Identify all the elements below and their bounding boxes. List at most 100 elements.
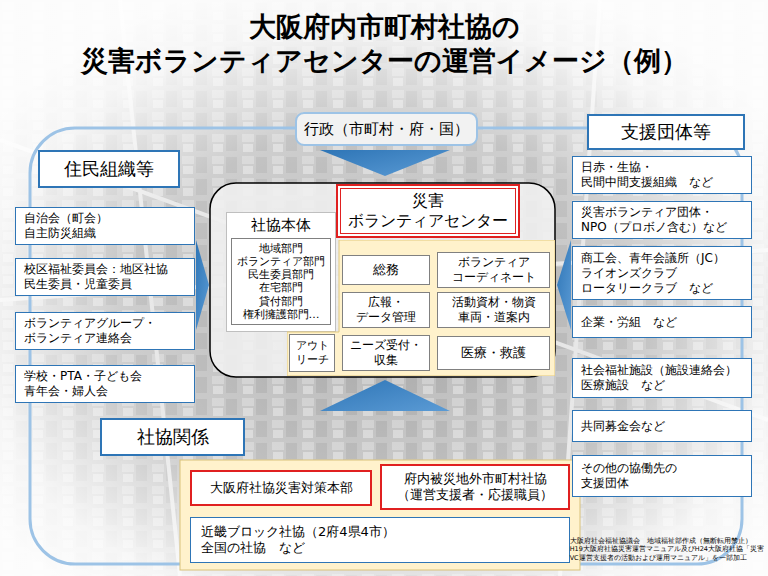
box-label: 住民組織等 bbox=[64, 158, 154, 181]
member-box: 自治会（町会） 自主防災組織 bbox=[15, 207, 195, 245]
member-box: 学校・PTA・子ども会 青年会・婦人会 bbox=[15, 365, 195, 403]
box-label: 大阪府社協災害対策本部 bbox=[210, 480, 353, 496]
box-label: 共同募金会など bbox=[581, 419, 665, 434]
text-line: 災害ボランティア団体・ bbox=[581, 205, 727, 220]
text-line: VC運営支援者の活動および運用マニュアル」を一部加工 bbox=[570, 554, 764, 562]
member-box: 商工会、青年会議所（JC） ライオンズクラブ ロータリークラブ など bbox=[572, 246, 752, 300]
group-heading: 支援団体等 bbox=[587, 114, 745, 150]
text-line: 住民組織等 bbox=[64, 158, 154, 181]
title-text: 大阪府内市町村社協の 災害ボランティアセンターの運営イメージ（例） bbox=[81, 10, 688, 78]
text-line: ボランティアセンター bbox=[348, 211, 508, 231]
box-label: 校区福祉委員会：地区社協 民生委員・児童委員 bbox=[24, 262, 168, 292]
text-line: 貸付部門 bbox=[237, 295, 325, 308]
text-line: ロータリークラブ など bbox=[581, 281, 725, 296]
box-label: 商工会、青年会議所（JC） ライオンズクラブ ロータリークラブ など bbox=[581, 251, 725, 296]
council-box: 近畿ブロック社協（2府4県4市） 全国の社協 など bbox=[190, 517, 570, 563]
box-label: 災害ボランティア団体・ NPO（プロボノ含む）など bbox=[581, 205, 727, 235]
arrow-down bbox=[320, 150, 450, 176]
text-line: ボランティア bbox=[452, 255, 536, 270]
text-line: H19大阪府社協災害運営マニュアル及びH24大阪府社協「災害 bbox=[570, 545, 764, 553]
box-label: 企業・労組 など bbox=[581, 315, 677, 330]
text-line: 在宅部門 bbox=[237, 281, 325, 294]
text-line: 医療・救護 bbox=[461, 345, 526, 361]
box-label: 学校・PTA・子ども会 青年会・婦人会 bbox=[24, 369, 142, 399]
text-line: （運営支援者・応援職員） bbox=[397, 487, 553, 503]
text-line: 企業・労組 など bbox=[581, 315, 677, 330]
council-box: 府内被災地外市町村社協 （運営支援者・応援職員） bbox=[380, 464, 570, 510]
volunteer-center-area: 災害 ボランティアセンター総務ボランティア コーディネート広報・ データ管理活動… bbox=[287, 240, 555, 376]
vc-heading: 災害 ボランティアセンター bbox=[348, 191, 508, 231]
box-label: 活動資材・物資 車両・道案内 bbox=[452, 295, 536, 325]
box-label: 支援団体等 bbox=[621, 121, 711, 144]
department-list-box: 地域部門 ボランティア部門 民生委員部門 在宅部門 貸付部門 権利擁護部門… bbox=[231, 238, 331, 325]
text-line: 府内被災地外市町村社協 bbox=[397, 471, 553, 487]
text-line: 災害ボランティアセンターの運営イメージ（例） bbox=[81, 44, 688, 78]
member-box: 日赤・生協・ 民間中間支援組織 など bbox=[572, 156, 752, 194]
member-box: 災害ボランティア団体・ NPO（プロボノ含む）など bbox=[572, 201, 752, 239]
text-line: 支援団体 bbox=[581, 476, 677, 491]
council-heading-row: 社協本体 bbox=[251, 216, 311, 235]
source-note: 大阪府社会福祉協議会 地域福祉部作成（無断転用禁止） H19大阪府社協災害運営マ… bbox=[570, 537, 764, 562]
text-line: 大阪府内市町村社協の bbox=[81, 10, 688, 44]
text-line: 商工会、青年会議所（JC） bbox=[581, 251, 725, 266]
text-line: 行政（市町村・府・国） bbox=[304, 120, 469, 139]
text-line: 社協本体 bbox=[251, 216, 311, 235]
text-line: 広報・ bbox=[356, 295, 416, 310]
text-line: コーディネート bbox=[452, 270, 536, 285]
member-box: その他の協働先の 支援団体 bbox=[572, 455, 752, 497]
text-line: 近畿ブロック社協（2府4県4市） bbox=[201, 524, 395, 540]
box-label: 社会福祉施設（施設連絡会） 医療施設 など bbox=[581, 363, 737, 393]
title-block: 大阪府内市町村社協の 災害ボランティアセンターの運営イメージ（例） bbox=[0, 10, 768, 79]
text-line: 災害 bbox=[348, 191, 508, 211]
text-line: ニーズ受付・ bbox=[350, 338, 422, 353]
box-label: 日赤・生協・ 民間中間支援組織 など bbox=[581, 160, 713, 190]
text-line: 大阪府社協災害対策本部 bbox=[210, 480, 353, 496]
text-line: 学校・PTA・子ども会 bbox=[24, 369, 142, 384]
text-line: 社会福祉施設（施設連絡会） bbox=[581, 363, 737, 378]
text-line: 日赤・生協・ bbox=[581, 160, 713, 175]
function-box: 広報・ データ管理 bbox=[342, 292, 430, 328]
text-line: 収集 bbox=[350, 353, 422, 368]
text-line: ボランティアグループ・ bbox=[24, 316, 156, 331]
function-box: 医療・救護 bbox=[437, 336, 550, 370]
text-line: 大阪府社会福祉協議会 地域福祉部作成（無断転用禁止） bbox=[570, 537, 764, 545]
group-heading: 住民組織等 bbox=[38, 150, 180, 188]
arrow-left bbox=[557, 240, 571, 330]
text-line: データ管理 bbox=[356, 310, 416, 325]
text-line: 民生委員・児童委員 bbox=[24, 277, 168, 292]
function-box: ニーズ受付・ 収集 bbox=[342, 335, 430, 371]
text-line: NPO（プロボノ含む）など bbox=[581, 220, 727, 235]
text-line: ボランティア連絡会 bbox=[24, 331, 156, 346]
text-line: 自主防災組織 bbox=[24, 226, 108, 241]
text-line: 校区福祉委員会：地区社協 bbox=[24, 262, 168, 277]
box-label: 総務 bbox=[373, 262, 399, 278]
text-line: ライオンズクラブ bbox=[581, 266, 725, 281]
council-box: 大阪府社協災害対策本部 bbox=[190, 470, 372, 506]
text-line: 民生委員部門 bbox=[237, 268, 325, 281]
text-line: その他の協働先の bbox=[581, 461, 677, 476]
council-heading: 社協本体 bbox=[251, 216, 311, 235]
arrow-right bbox=[196, 240, 209, 330]
council-area bbox=[180, 460, 580, 570]
function-box: 総務 bbox=[342, 255, 430, 285]
text-line: 共同募金会など bbox=[581, 419, 665, 434]
box-label: 医療・救護 bbox=[461, 345, 526, 361]
text-line: 権利擁護部門… bbox=[237, 308, 325, 321]
function-box: アウト リーチ bbox=[289, 334, 335, 372]
box-label: 行政（市町村・府・国） bbox=[304, 120, 469, 139]
function-box: 活動資材・物資 車両・道案内 bbox=[437, 292, 550, 328]
text-line: 民間中間支援組織 など bbox=[581, 175, 713, 190]
vc-area-fill bbox=[287, 240, 555, 376]
member-box: ボランティアグループ・ ボランティア連絡会 bbox=[15, 312, 195, 350]
text-line: 支援団体等 bbox=[621, 121, 711, 144]
box-label: ボランティアグループ・ ボランティア連絡会 bbox=[24, 316, 156, 346]
text-line: 全国の社協 など bbox=[201, 540, 395, 556]
box-label: その他の協働先の 支援団体 bbox=[581, 461, 677, 491]
text-line: 社協関係 bbox=[137, 426, 209, 449]
text-line: 医療施設 など bbox=[581, 378, 737, 393]
box-label: ニーズ受付・ 収集 bbox=[350, 338, 422, 368]
text-line: アウト bbox=[296, 339, 329, 353]
